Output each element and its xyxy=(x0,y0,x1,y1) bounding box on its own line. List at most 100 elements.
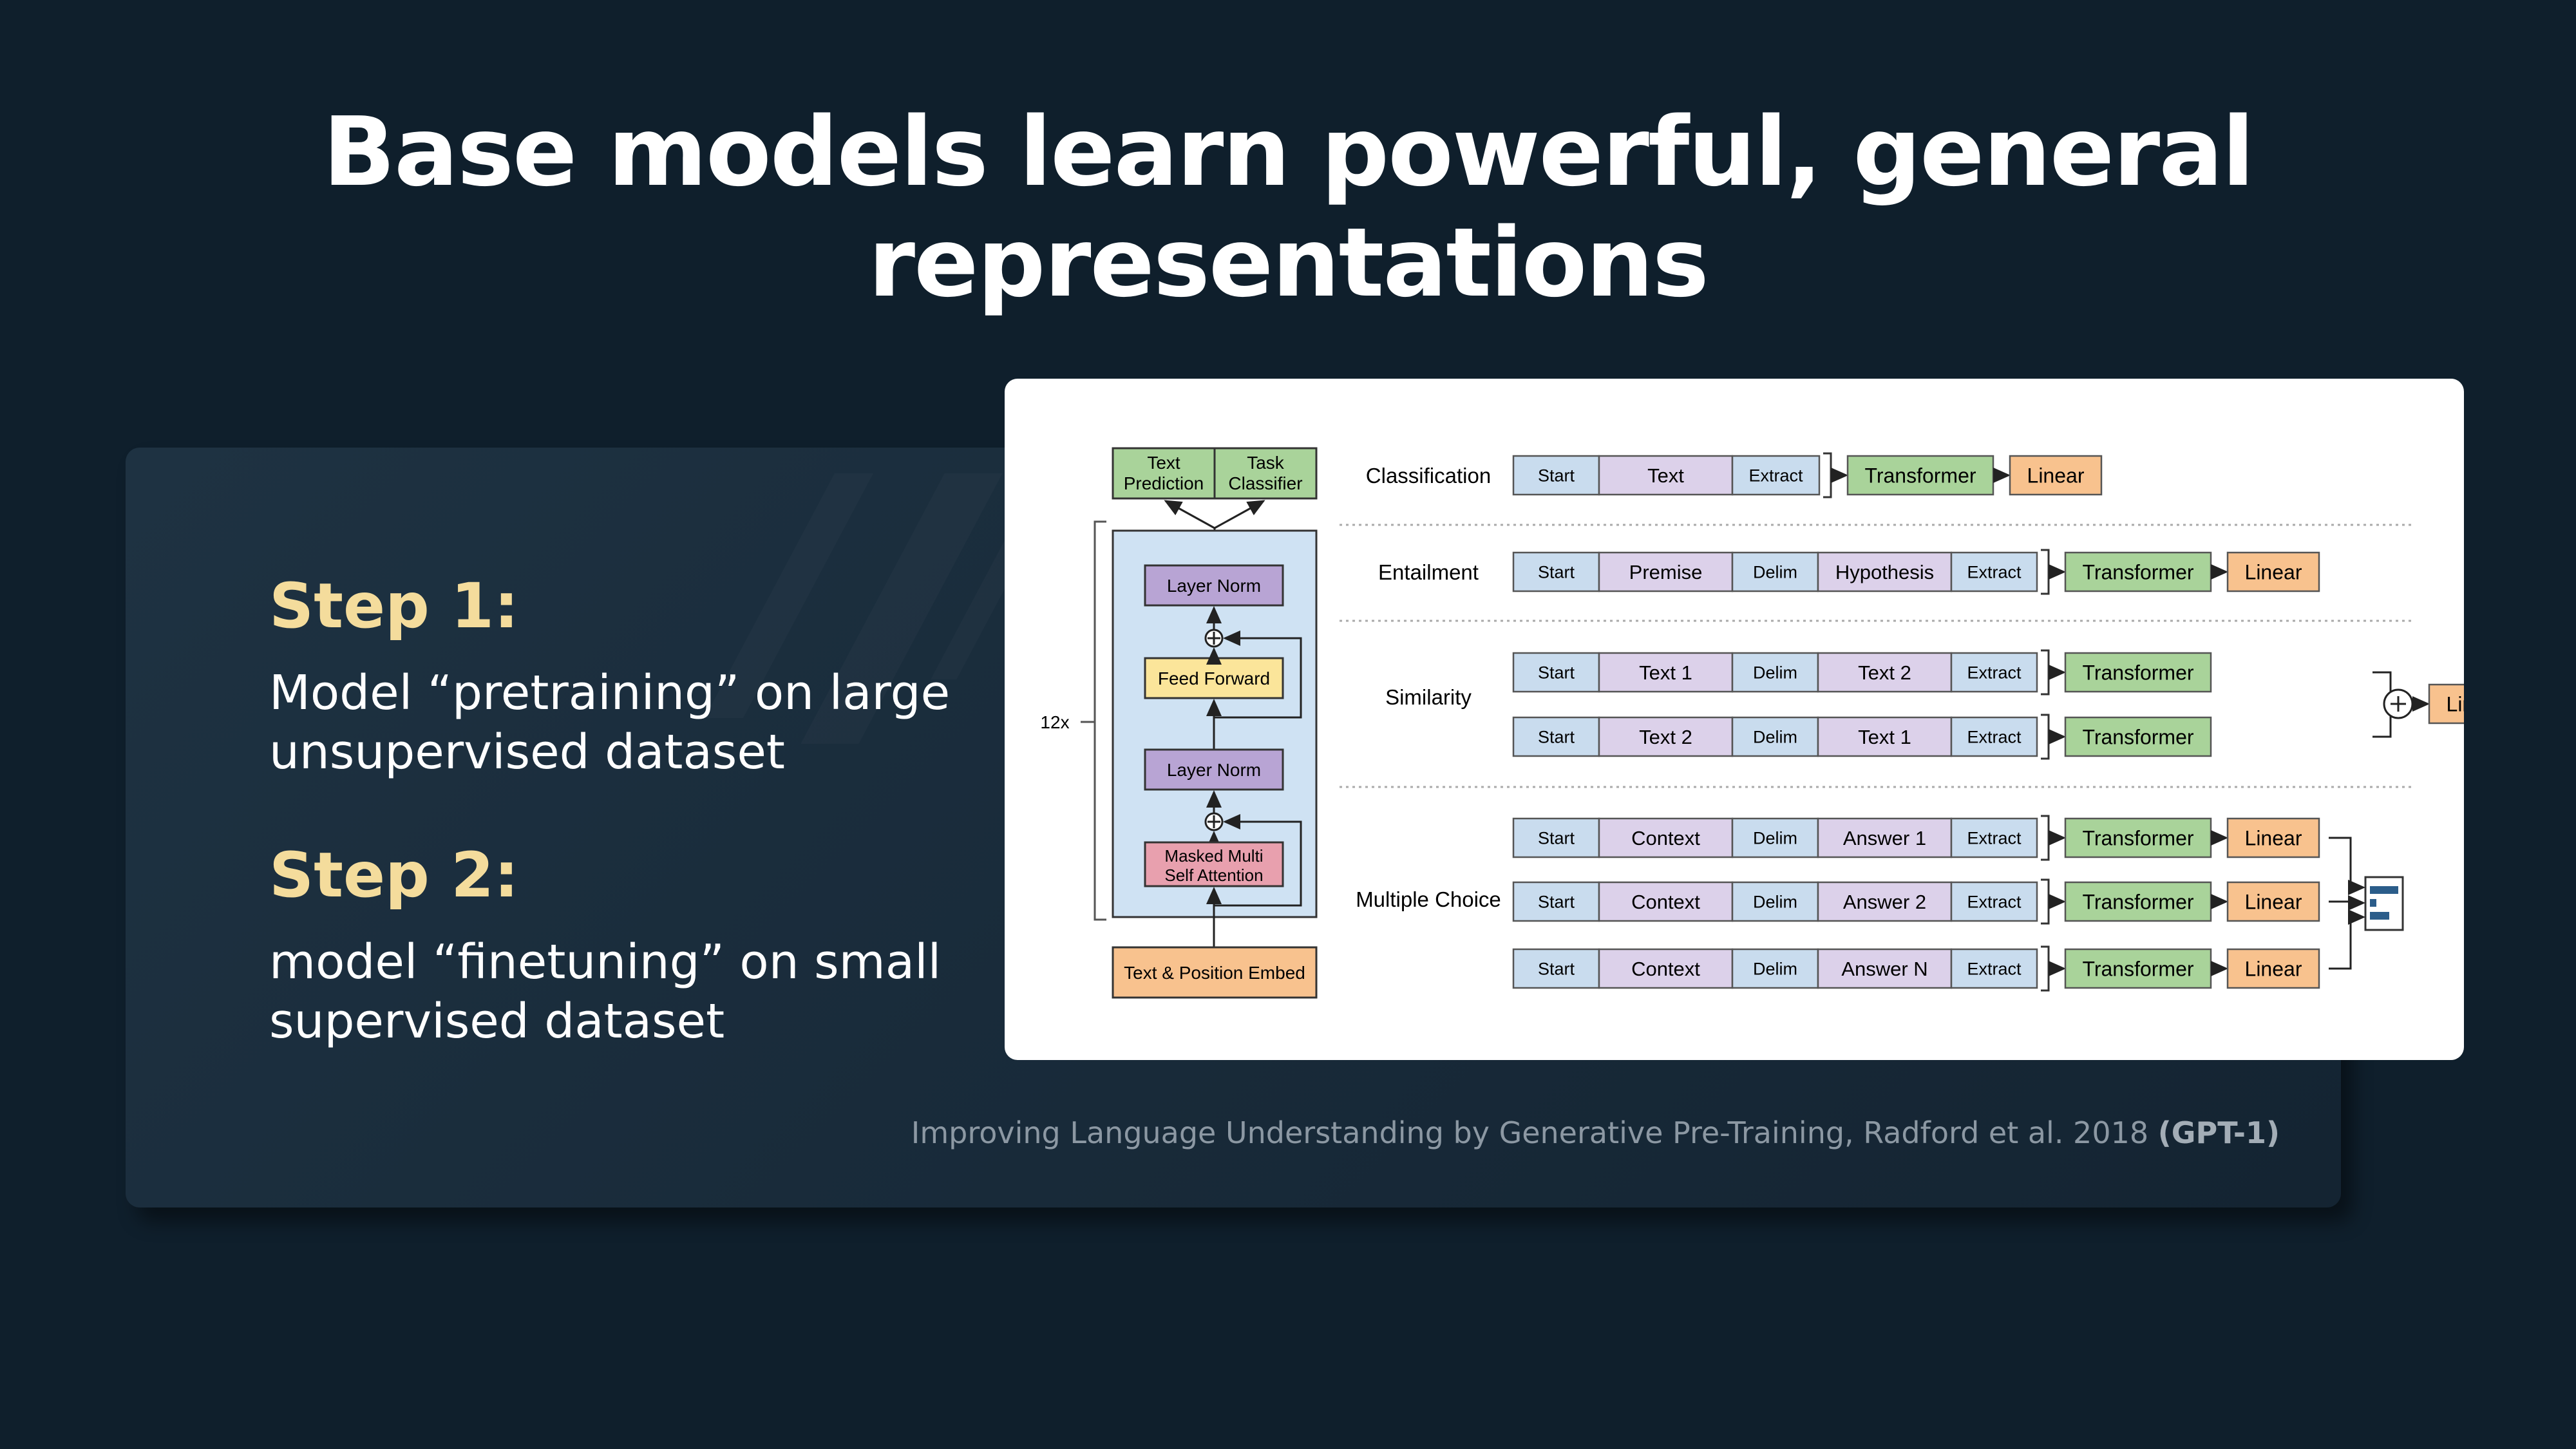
similarity-1-transformer-label: Transformer xyxy=(2082,726,2193,749)
task-label-classification: Classification xyxy=(1366,464,1491,488)
text-prediction-head xyxy=(1112,447,1216,500)
entailment-token-2-box xyxy=(1731,551,1819,592)
similarity-0-token-0-label: Start xyxy=(1538,663,1575,683)
architecture-diagram: Text Prediction Task Classifier Layer No… xyxy=(1040,447,2464,999)
multiple-choice-1-transformer-label: Transformer xyxy=(2082,891,2193,914)
multiple-choice-2-token-4-label: Extract xyxy=(1967,960,2022,979)
multiple-choice-0-token-4-box xyxy=(1950,817,2038,858)
multiple-choice-1-token-3-box xyxy=(1817,881,1953,922)
slide-title: Base models learn powerful, general repr… xyxy=(323,97,2255,318)
classification-token-1-label: Text xyxy=(1647,464,1684,487)
similarity-0-token-3-box xyxy=(1817,652,1953,693)
similarity-0-token-0-box xyxy=(1512,652,1600,693)
entailment-token-3-label: Hypothesis xyxy=(1835,561,1934,583)
citation-text: Improving Language Understanding by Gene… xyxy=(911,1115,2149,1150)
similarity-1-token-4-label: Extract xyxy=(1967,728,2022,747)
classification-transformer-box xyxy=(1846,455,1994,496)
multiple-choice-1-transformer-box xyxy=(2064,881,2212,922)
multiple-choice-2-linear-label: Linear xyxy=(2245,958,2302,981)
similarity-1-transformer-box xyxy=(2064,716,2212,757)
step-1-heading: Step 1: xyxy=(269,570,519,642)
multiple-choice-0-token-0-label: Start xyxy=(1538,829,1575,848)
multiple-choice-0-token-4-label: Extract xyxy=(1967,829,2022,848)
multiple-choice-0-token-1-box xyxy=(1598,817,1734,858)
multiple-choice-1-token-4-label: Extract xyxy=(1967,893,2022,912)
multiple-choice-2-token-4-box xyxy=(1950,948,2038,989)
text-prediction-label-2: Prediction xyxy=(1124,473,1204,493)
task-classifier-head xyxy=(1213,447,1318,500)
gpt1-architecture-figure: Text Prediction Task Classifier Layer No… xyxy=(1005,379,2464,1060)
task-classifier-label-2: Classifier xyxy=(1228,473,1302,493)
similarity-1-token-1-box xyxy=(1598,716,1734,757)
similarity-1-token-2-label: Delim xyxy=(1753,728,1797,747)
classification-token-0-box xyxy=(1512,455,1600,496)
classification-token-0-label: Start xyxy=(1538,466,1575,486)
similarity-0-token-2-box xyxy=(1731,652,1819,693)
multiple-choice-2-token-0-box xyxy=(1512,948,1600,989)
entailment-linear-label: Linear xyxy=(2245,561,2302,584)
similarity-1-token-0-label: Start xyxy=(1538,728,1575,747)
similarity-0-token-1-label: Text 1 xyxy=(1639,661,1692,684)
classification-token-2-box xyxy=(1731,455,1821,496)
entailment-transformer-box xyxy=(2064,551,2212,592)
multiple-choice-2-token-1-label: Context xyxy=(1631,958,1700,980)
text-prediction-label-1: Text xyxy=(1147,453,1180,473)
entailment-token-0-label: Start xyxy=(1538,563,1575,582)
entailment-token-4-label: Extract xyxy=(1967,563,2022,582)
multiple-choice-2-token-2-box xyxy=(1731,948,1819,989)
repeat-bracket xyxy=(1094,520,1106,921)
multiple-choice-0-token-1-label: Context xyxy=(1631,827,1700,849)
similarity-1-token-2-box xyxy=(1731,716,1819,757)
layer-norm-top-label: Layer Norm xyxy=(1167,576,1261,596)
multiple-choice-1-linear-box xyxy=(2226,881,2320,922)
similarity-0-transformer-box xyxy=(2064,652,2212,693)
multiple-choice-1-token-4-box xyxy=(1950,881,2038,922)
multiple-choice-0-linear-label: Linear xyxy=(2245,827,2302,850)
multiple-choice-2-token-0-label: Start xyxy=(1538,960,1575,979)
step-2-heading: Step 2: xyxy=(269,839,519,911)
multiple-choice-2-token-2-label: Delim xyxy=(1753,960,1797,979)
attention-label-1: Masked Multi xyxy=(1164,846,1263,866)
similarity-linear-box xyxy=(2428,683,2464,724)
multiple-choice-1-token-2-box xyxy=(1731,881,1819,922)
similarity-1-token-4-box xyxy=(1950,716,2038,757)
multiple-choice-0-token-2-box xyxy=(1731,817,1819,858)
multiple-choice-1-token-3-label: Answer 2 xyxy=(1843,891,1926,913)
layer-norm-bottom-label: Layer Norm xyxy=(1167,760,1261,780)
masked-self-attention-box xyxy=(1144,841,1284,887)
citation: Improving Language Understanding by Gene… xyxy=(911,1115,2280,1150)
multiple-choice-2-transformer-label: Transformer xyxy=(2082,958,2193,981)
multiple-choice-1-linear-label: Linear xyxy=(2245,891,2302,914)
step-2-description: model “finetuning” on small supervised d… xyxy=(269,934,942,1049)
text-position-embed-label: Text & Position Embed xyxy=(1124,963,1305,983)
multiple-choice-0-transformer-label: Transformer xyxy=(2082,827,2193,850)
entailment-token-2-label: Delim xyxy=(1753,563,1797,582)
similarity-1-token-3-label: Text 1 xyxy=(1858,726,1911,748)
feed-forward-box xyxy=(1144,657,1284,699)
feed-forward-label: Feed Forward xyxy=(1158,668,1270,688)
similarity-linear-label: Linear xyxy=(2447,693,2464,716)
multiple-choice-0-token-3-label: Answer 1 xyxy=(1843,827,1926,849)
classification-linear-box xyxy=(2009,455,2103,496)
entailment-token-1-box xyxy=(1598,551,1734,592)
transformer-architecture: Text Prediction Task Classifier Layer No… xyxy=(1040,447,1318,999)
multiple-choice-1-token-1-label: Context xyxy=(1631,891,1700,913)
multiple-choice-2-linear-box xyxy=(2226,948,2320,989)
step-1-description: Model “pretraining” on large unsupervise… xyxy=(269,665,951,780)
citation-tag: (GPT-1) xyxy=(2157,1115,2280,1150)
classification-token-1-box xyxy=(1598,455,1734,496)
similarity-1-token-3-box xyxy=(1817,716,1953,757)
classification-token-2-label: Extract xyxy=(1748,466,1803,486)
repeat-12x-label: 12x xyxy=(1040,712,1069,732)
multiple-choice-0-token-0-box xyxy=(1512,817,1600,858)
multiple-choice-2-token-1-box xyxy=(1598,948,1734,989)
task-label-entailment: Entailment xyxy=(1378,560,1479,584)
similarity-0-token-3-label: Text 2 xyxy=(1858,661,1911,684)
entailment-token-1-label: Premise xyxy=(1629,561,1703,583)
classification-linear-label: Linear xyxy=(2027,464,2085,488)
multiple-choice-1-token-0-box xyxy=(1512,881,1600,922)
multiple-choice-2-token-3-label: Answer N xyxy=(1841,958,1927,980)
attention-label-2: Self Attention xyxy=(1164,866,1263,885)
multiple-choice-1-token-2-label: Delim xyxy=(1753,893,1797,912)
task-label-multiple-choice: Multiple Choice xyxy=(1356,887,1501,911)
